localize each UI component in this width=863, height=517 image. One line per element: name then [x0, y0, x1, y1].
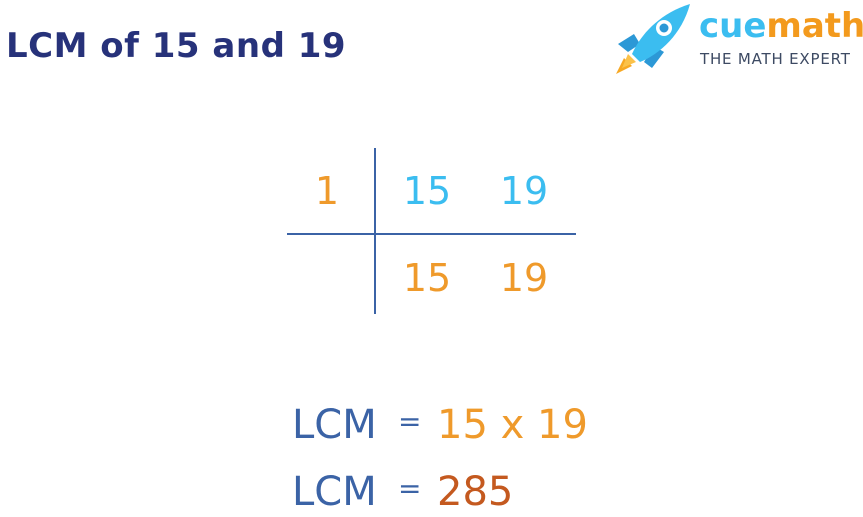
brand-cue: cue [699, 6, 767, 46]
brand-name: cuemath [699, 6, 863, 46]
lcm-answer: 285 [437, 469, 514, 515]
rocket-icon [616, 4, 690, 74]
divisor: 1 [314, 169, 340, 213]
lcm-label: LCM [292, 402, 377, 448]
lcm-expression: 15 x 19 [437, 402, 588, 448]
brand-tagline: THE MATH EXPERT [700, 50, 851, 68]
quotient-1: 15 [402, 256, 452, 300]
vertical-divider [374, 148, 376, 314]
dividend-1: 15 [402, 169, 452, 213]
brand-math: math [766, 6, 863, 46]
quotient-2: 19 [499, 256, 549, 300]
equals-sign: = [398, 472, 422, 505]
page-title: LCM of 15 and 19 [6, 26, 347, 66]
division-table: 1 15 19 15 19 [280, 145, 580, 317]
dividend-2: 19 [499, 169, 549, 213]
lcm-label: LCM [292, 469, 377, 515]
cuemath-logo: cuemath THE MATH EXPERT [610, 0, 863, 80]
horizontal-divider [287, 233, 576, 235]
equals-sign: = [398, 405, 422, 438]
